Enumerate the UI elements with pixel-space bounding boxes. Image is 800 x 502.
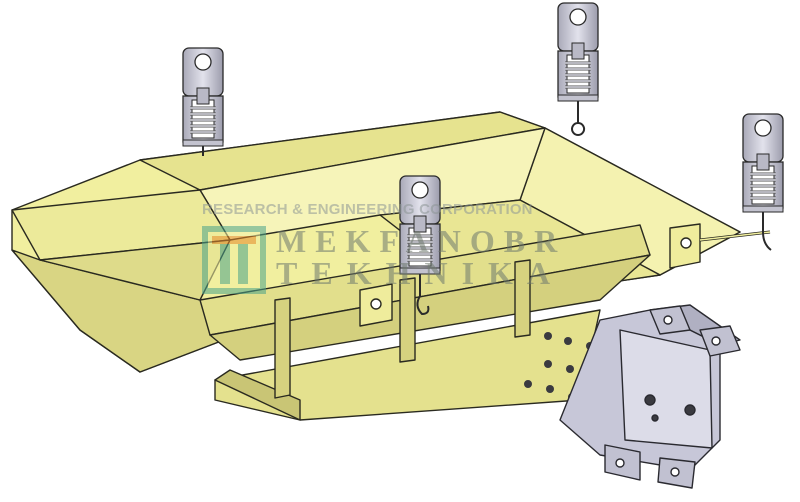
- spring-hanger-icon: [741, 112, 785, 251]
- spring-hanger-icon: [398, 174, 442, 316]
- spring-hanger-icon: [556, 1, 600, 136]
- watermark-brand-line2: TEKHNIKA: [276, 255, 565, 291]
- watermark-tagline: RESEARCH & ENGINEERING CORPORATION: [202, 201, 533, 218]
- spring-hanger-icon: [181, 46, 225, 156]
- vibration-motor: [559, 304, 741, 489]
- watermark-brand-line1: MEKFANOBR: [276, 223, 567, 259]
- feeder-trough: [11, 111, 771, 421]
- logo-mark-icon: [202, 226, 266, 294]
